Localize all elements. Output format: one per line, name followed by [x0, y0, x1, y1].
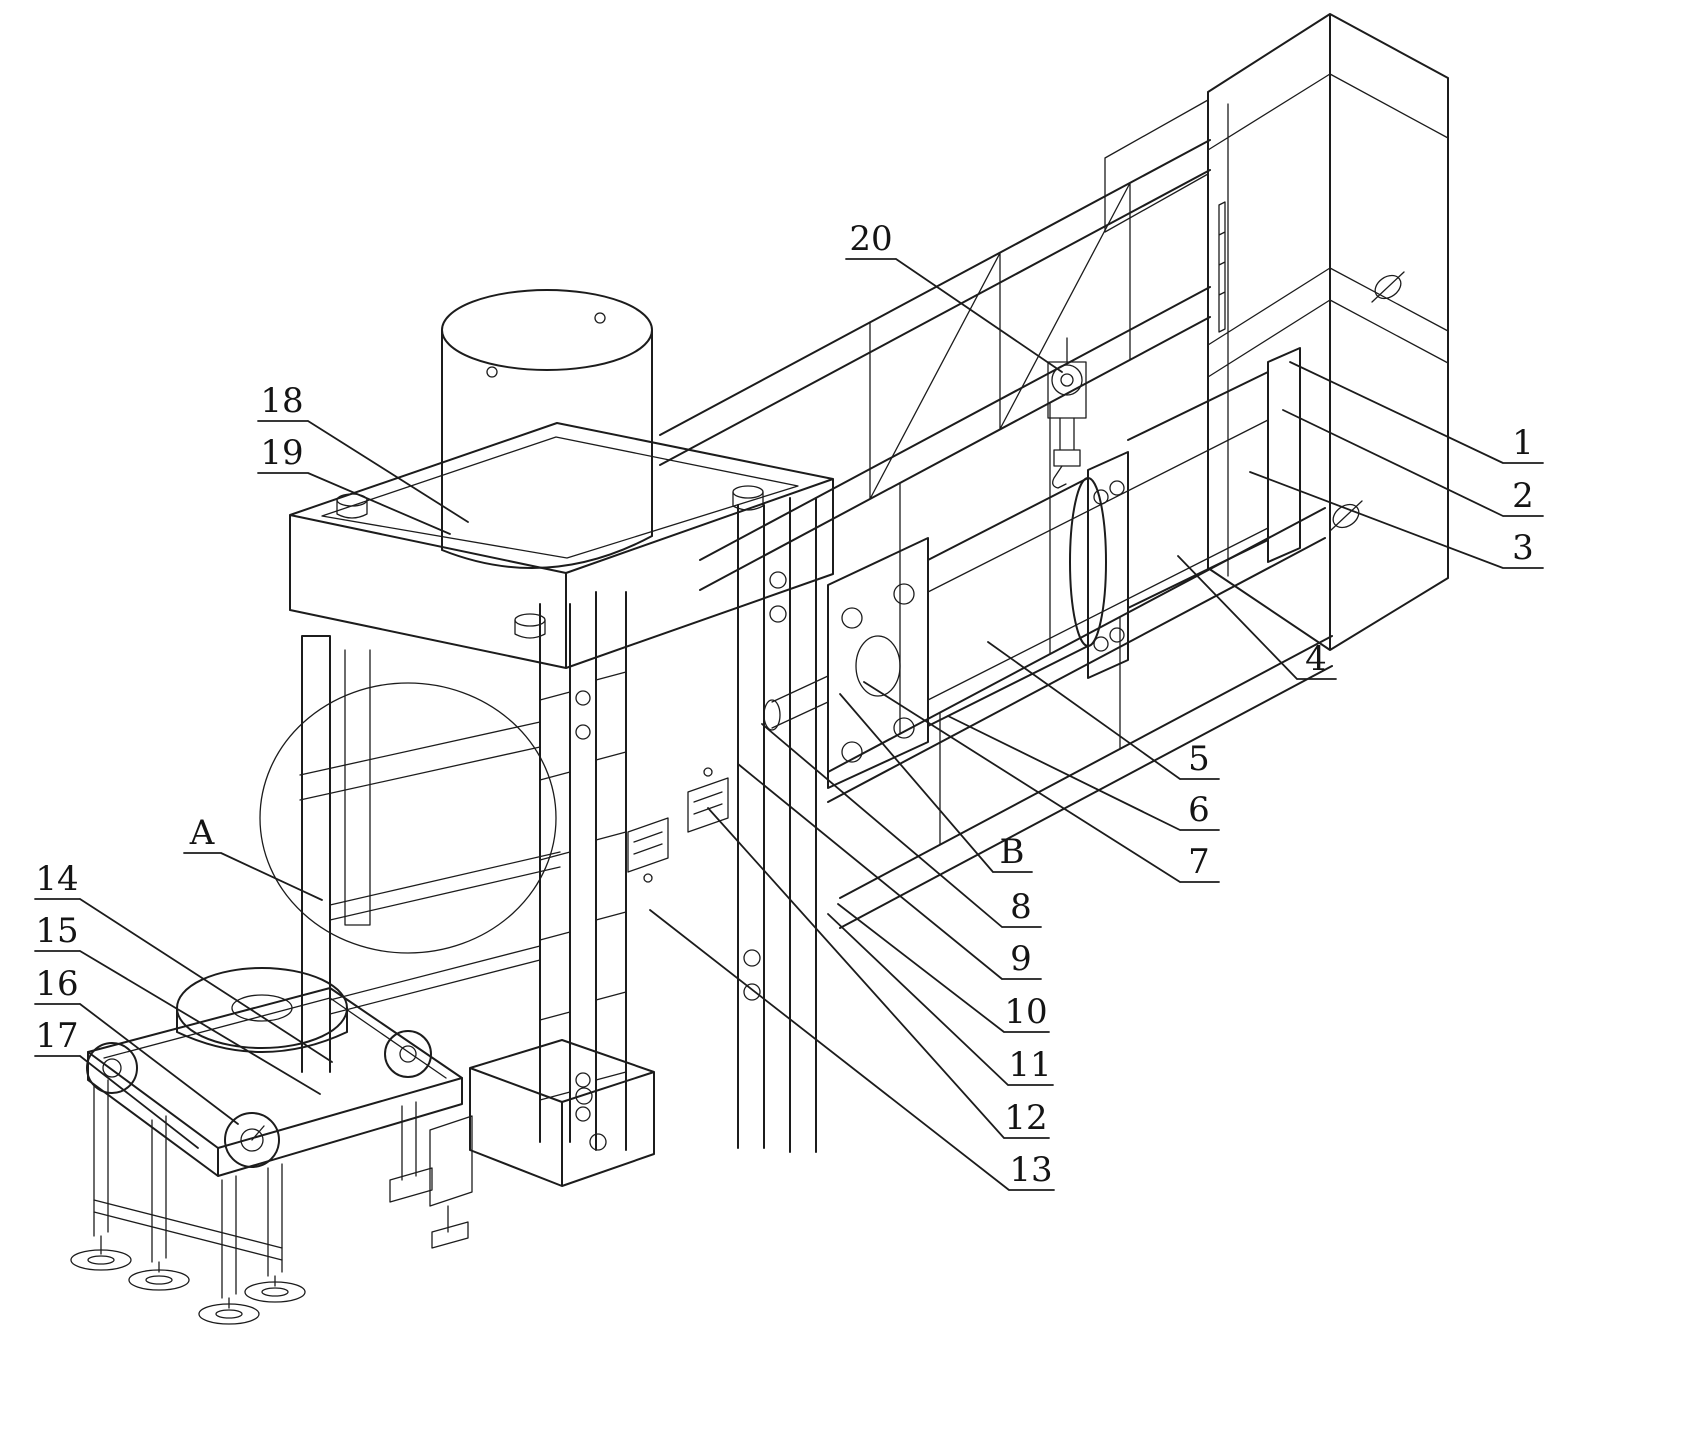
right-end-frame [1104, 13, 1449, 651]
part-label-A: A [189, 813, 215, 853]
suction-feet [70, 1249, 306, 1325]
part-label-9: 9 [1010, 939, 1032, 979]
part-label-5: 5 [1188, 739, 1210, 779]
leader-line-10 [837, 903, 1050, 1033]
part-label-2: 2 [1512, 476, 1534, 516]
leader-line-17 [34, 1055, 199, 1149]
part-label-8: 8 [1010, 887, 1032, 927]
part-label-6: 6 [1188, 790, 1210, 830]
press-assembly [259, 289, 834, 1153]
part-label-B: B [999, 832, 1025, 872]
part-label-10: 10 [1004, 992, 1048, 1032]
part-label-1: 1 [1512, 423, 1534, 463]
leader-line-B [839, 693, 1033, 873]
part-label-16: 16 [35, 964, 79, 1004]
part-label-18: 18 [260, 381, 304, 421]
part-label-4: 4 [1305, 639, 1327, 679]
rotary-platen [259, 682, 561, 954]
leader-line-20 [845, 258, 1063, 373]
part-label-13: 13 [1009, 1150, 1053, 1190]
part-label-20: 20 [849, 219, 893, 259]
part-label-3: 3 [1512, 528, 1534, 568]
leader-line-9 [737, 763, 1042, 980]
press-bolt-caps [336, 485, 764, 639]
mold-clamp-blocks [627, 767, 729, 883]
leader-line-2 [1282, 409, 1544, 517]
leader-line-5 [987, 641, 1220, 780]
part-label-15: 15 [35, 911, 79, 951]
part-label-7: 7 [1188, 842, 1210, 882]
base-blocks [429, 1039, 655, 1249]
leader-line-7 [863, 681, 1220, 883]
part-label-11: 11 [1008, 1045, 1052, 1085]
top-drum-cylinder [441, 289, 653, 569]
belt-rollers [86, 1030, 432, 1168]
leader-line-18 [257, 420, 469, 523]
leader-line-15 [34, 950, 321, 1095]
leader-line-19 [257, 472, 451, 535]
injection-cylinder-assembly [763, 347, 1301, 789]
conveyor-table [70, 945, 541, 1325]
part-label-14: 14 [35, 859, 79, 899]
part-label-12: 12 [1004, 1098, 1048, 1138]
leader-line-13 [649, 909, 1055, 1191]
leader-line-4 [1177, 555, 1337, 680]
leader-line-11 [827, 913, 1054, 1086]
leader-line-1 [1289, 361, 1544, 464]
part-label-19: 19 [260, 433, 304, 473]
leader-line-8 [761, 723, 1042, 928]
leader-line-14 [34, 898, 333, 1063]
diameter-mark-icon [1329, 271, 1405, 532]
leader-line-6 [947, 715, 1220, 831]
leader-line-3 [1249, 471, 1544, 569]
main-beam-lattice [659, 139, 1333, 929]
part-label-17: 17 [35, 1016, 79, 1056]
leader-line-16 [34, 1003, 239, 1125]
leader-line-A [183, 852, 323, 901]
guide-plates [575, 497, 817, 1153]
hanging-gauge-device [1047, 361, 1087, 489]
leader-line-12 [707, 807, 1050, 1139]
